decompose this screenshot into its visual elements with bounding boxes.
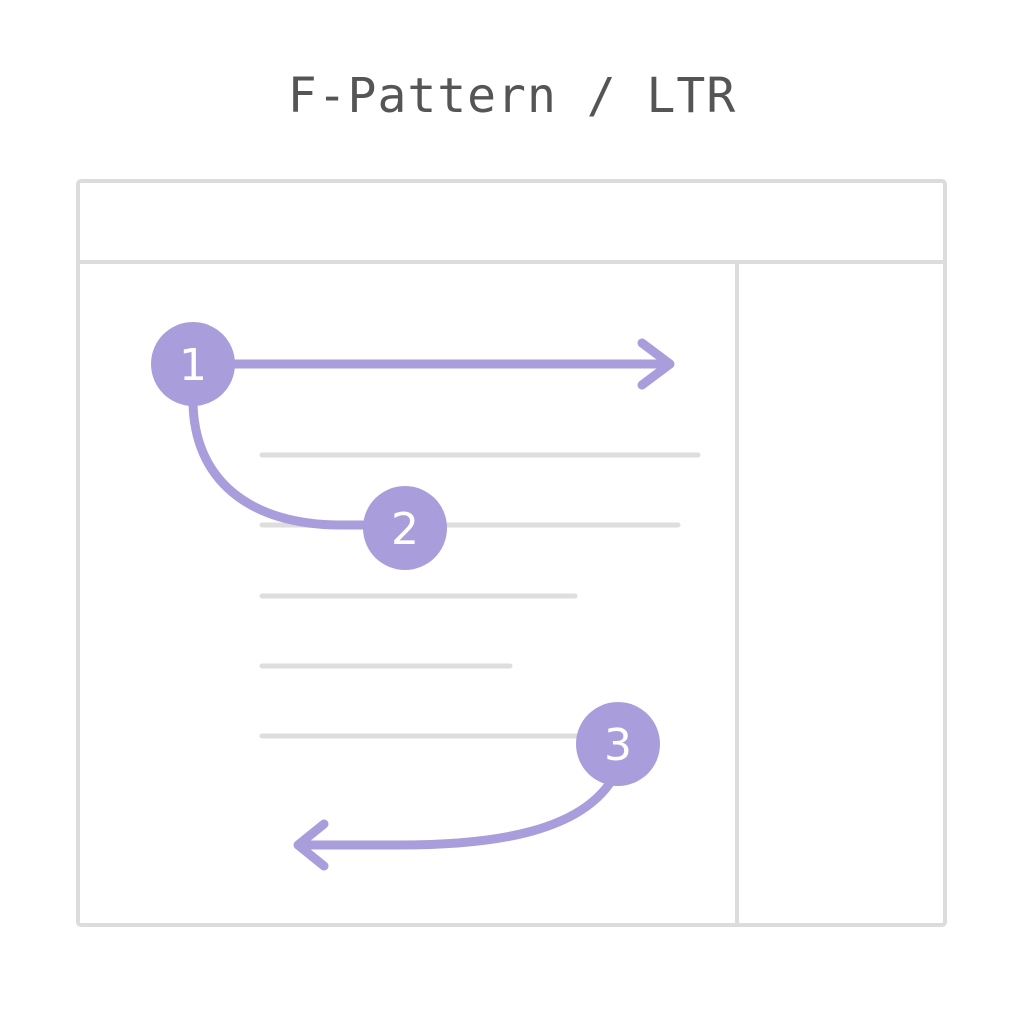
step-number: 2 — [391, 504, 419, 555]
step-marker-3: 3 — [576, 702, 660, 786]
step-number: 3 — [604, 720, 632, 771]
page-wireframe — [76, 179, 947, 927]
step-marker-2: 2 — [363, 486, 447, 570]
page-frame — [76, 179, 947, 927]
arrow-path-3 — [295, 775, 617, 850]
arrow-head-right-icon — [637, 338, 675, 390]
text-lines — [259, 452, 701, 739]
step-number: 1 — [179, 340, 207, 391]
arrow-path-2 — [188, 395, 410, 530]
arrow-head-left-icon — [293, 819, 329, 871]
diagram-title: F-Pattern / LTR — [287, 68, 737, 124]
step-marker-1: 1 — [151, 322, 235, 406]
